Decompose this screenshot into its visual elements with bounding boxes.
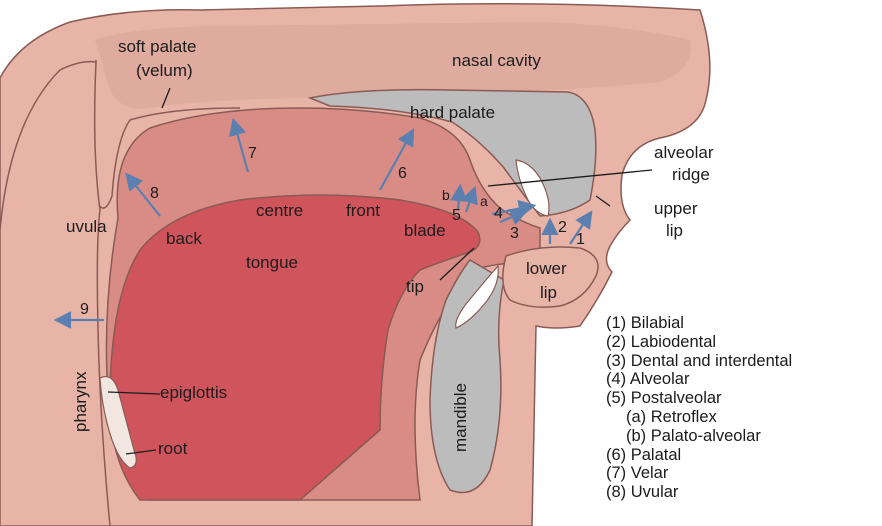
label-velum: (velum) (136, 61, 193, 80)
label-upper-lip: lip (666, 221, 683, 240)
label-lower-lip: lip (540, 283, 557, 302)
label-a: a (480, 193, 488, 209)
label-back: back (166, 229, 202, 248)
label-mandible: mandible (451, 383, 470, 452)
label-front: front (346, 201, 380, 220)
label-soft-palate: soft palate (118, 37, 196, 56)
label-pharynx: pharynx (71, 371, 90, 432)
label-centre: centre (256, 201, 303, 220)
legend-item: (5) Postalveolar (606, 389, 878, 408)
label-root: root (158, 439, 188, 458)
legend-item: (2) Labiodental (606, 333, 878, 352)
label-alveolar: alveolar (654, 143, 714, 162)
legend-item: (8) Uvular (606, 483, 878, 502)
number-1: 1 (576, 231, 585, 248)
label-tip: tip (406, 277, 424, 296)
articulation-legend: (1) Bilabial (2) Labiodental (3) Dental … (606, 314, 878, 502)
label-ridge: ridge (672, 165, 710, 184)
number-5: 5 (452, 207, 461, 224)
number-6: 6 (398, 165, 407, 182)
legend-subitem: (a) Retroflex (606, 408, 878, 427)
legend-item: (4) Alveolar (606, 370, 878, 389)
label-epiglottis: epiglottis (160, 383, 227, 402)
label-blade: blade (404, 221, 446, 240)
label-b: b (442, 187, 450, 203)
legend-item: (1) Bilabial (606, 314, 878, 333)
label-tongue: tongue (246, 253, 298, 272)
number-2: 2 (558, 219, 567, 236)
label-hard-palate: hard palate (410, 103, 495, 122)
number-4: 4 (494, 205, 503, 222)
number-9: 9 (80, 301, 89, 318)
legend-item: (3) Dental and interdental (606, 352, 878, 371)
number-8: 8 (150, 185, 159, 202)
legend-subitem: (b) Palato-alveolar (606, 427, 878, 446)
label-lower: lower (526, 259, 567, 278)
number-7: 7 (248, 145, 257, 162)
legend-item: (6) Palatal (606, 446, 878, 465)
label-nasal-cavity: nasal cavity (452, 51, 541, 70)
label-uvula: uvula (66, 217, 107, 236)
number-3: 3 (510, 225, 519, 242)
legend-item: (7) Velar (606, 464, 878, 483)
label-upper: upper (654, 199, 698, 218)
